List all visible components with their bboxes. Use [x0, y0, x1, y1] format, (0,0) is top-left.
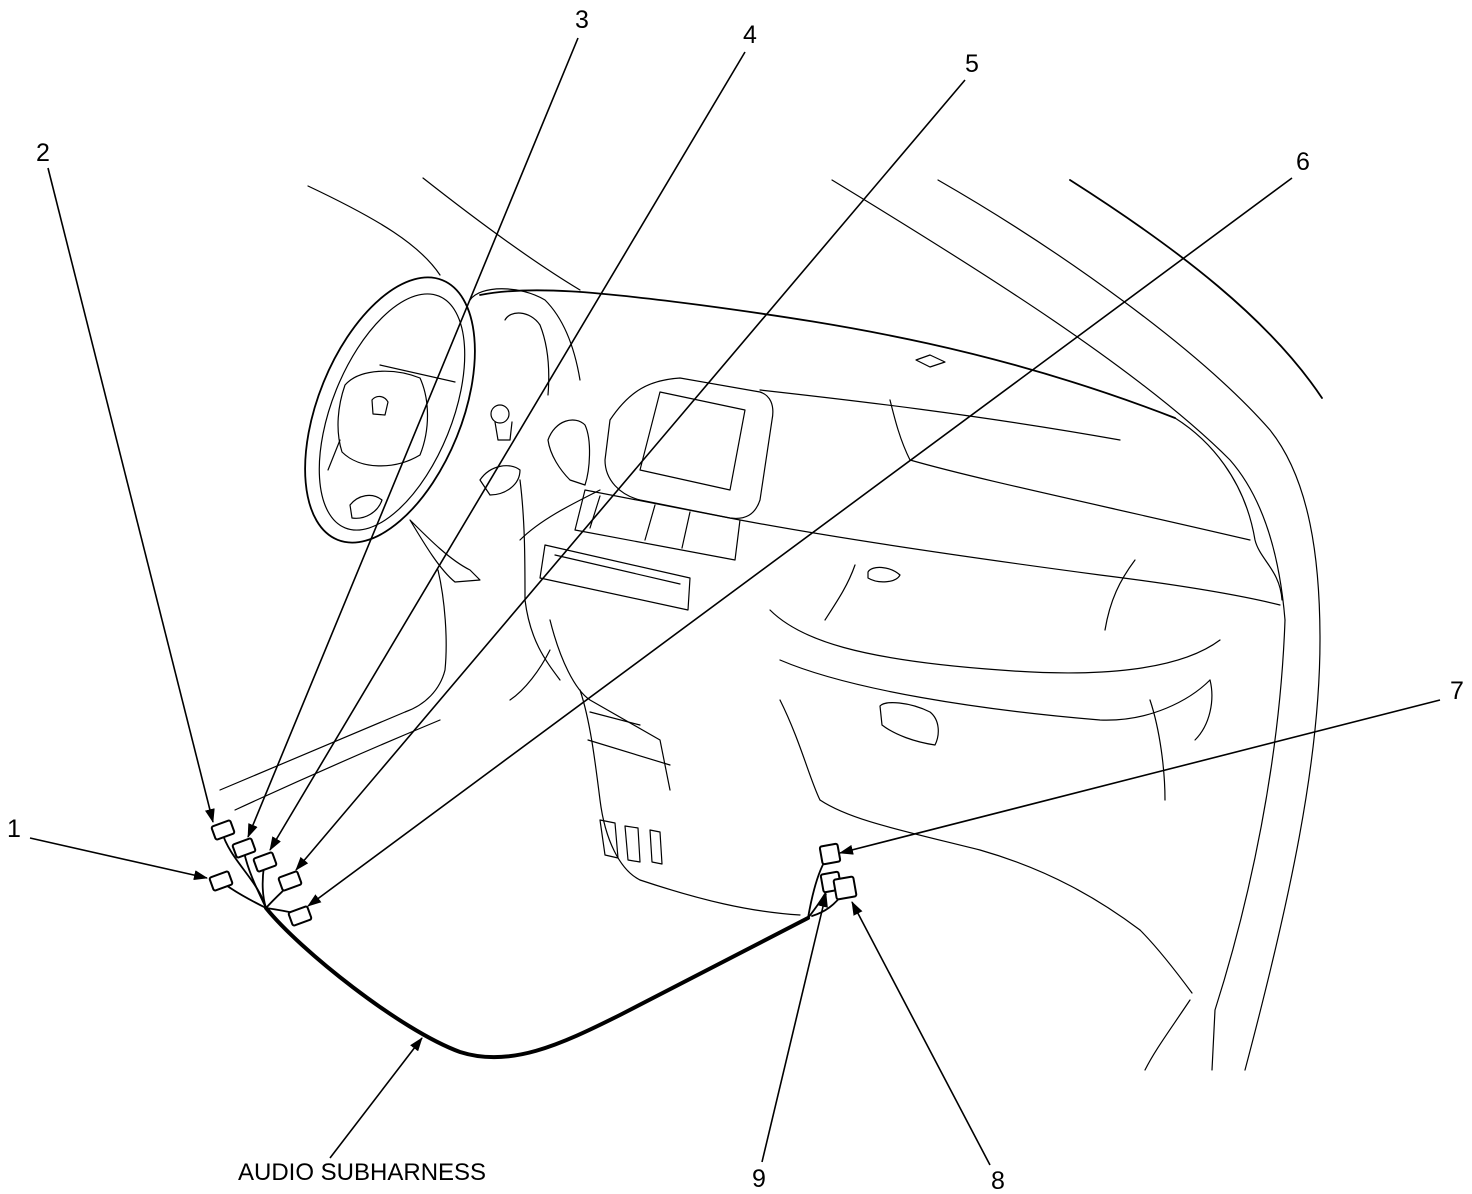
connector-3	[231, 837, 257, 859]
connectors	[208, 819, 858, 927]
callout-6: 6	[1296, 148, 1310, 176]
callout-7: 7	[1450, 677, 1464, 705]
vehicle-outline	[219, 177, 1323, 1071]
callout-3: 3	[575, 6, 589, 34]
callout-8: 8	[991, 1167, 1005, 1194]
connector-5	[277, 870, 303, 892]
callout-5: 5	[965, 50, 979, 78]
connector-2	[210, 819, 236, 841]
callout-1: 1	[7, 815, 21, 843]
leader-lines	[29, 37, 1441, 1166]
harness-label: AUDIO SUBHARNESS	[238, 1159, 486, 1186]
connector-8	[832, 875, 858, 901]
callout-4: 4	[743, 21, 757, 49]
connector-1	[208, 870, 234, 892]
audio-subharness	[221, 831, 845, 1060]
callout-labels: 1 2 3 4 5 6 7 8 9 AUDIO SUBHARNESS	[7, 6, 1464, 1194]
connector-4	[252, 851, 278, 873]
callout-2: 2	[36, 139, 50, 167]
connector-6	[287, 905, 313, 927]
connector-7	[818, 842, 842, 866]
callout-9: 9	[752, 1165, 766, 1193]
